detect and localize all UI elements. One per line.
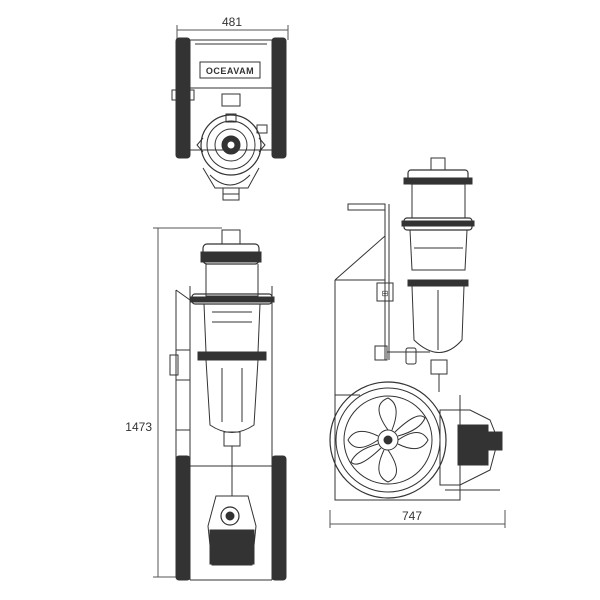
filter-bowl-side — [411, 285, 465, 353]
wheel-side — [329, 381, 447, 499]
valve-box-side — [376, 282, 394, 302]
side-view: 747 ⊟ — [329, 157, 506, 528]
left-wheel-top — [175, 37, 191, 159]
brand-logo: OCEAVAM — [206, 66, 254, 76]
handle-side — [347, 203, 386, 211]
filter-body-front — [203, 303, 261, 353]
right-wheel-front — [271, 455, 287, 581]
dimension-width-side: 747 — [329, 509, 506, 528]
dimension-height-front: 1473 — [125, 227, 222, 578]
front-view: 1473 — [125, 227, 287, 581]
filter-bowl-front — [205, 359, 259, 433]
right-wheel-top — [271, 37, 287, 159]
dimension-label-1473: 1473 — [125, 420, 152, 434]
filter-cap-front — [221, 229, 241, 245]
dimension-label-747: 747 — [402, 509, 422, 523]
top-view: 481 OCEAVAM — [171, 15, 289, 201]
filter-head-top — [200, 114, 262, 176]
pump-front — [207, 495, 257, 566]
brand-plate — [199, 61, 261, 79]
svg-text:⊟: ⊟ — [382, 289, 389, 298]
handle-top — [171, 89, 195, 101]
left-wheel-front — [175, 455, 191, 581]
dimension-label-481: 481 — [222, 15, 242, 29]
filter-clamp-middle — [197, 351, 267, 361]
pump-side — [439, 409, 499, 486]
dimension-width-top: 481 — [176, 15, 289, 40]
